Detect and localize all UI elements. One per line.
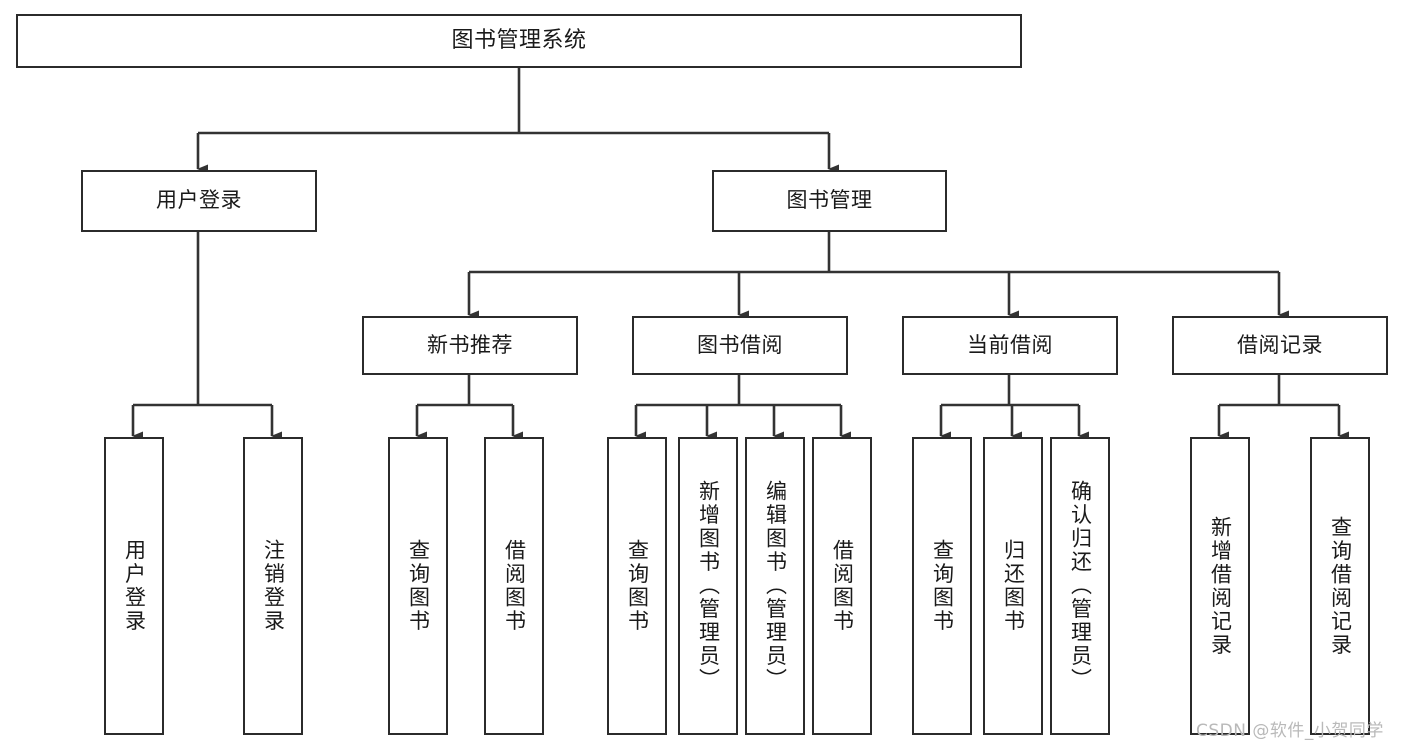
node-book-borrow[interactable]: 图书借阅 bbox=[632, 316, 848, 375]
node-label-book-manage: 图书管理 bbox=[786, 188, 873, 213]
node-leaf-query-record[interactable]: 查询借阅记录 bbox=[1310, 437, 1370, 735]
node-label-leaf-add-record: 新增借阅记录 bbox=[1208, 515, 1233, 657]
node-label-new-book-recommend: 新书推荐 bbox=[427, 332, 513, 357]
node-label-leaf-user-logout: 注销登录 bbox=[261, 539, 286, 633]
node-label-book-borrow: 图书借阅 bbox=[697, 332, 783, 357]
node-label-leaf-edit-book: 编辑图书（管理员） bbox=[763, 480, 788, 692]
node-leaf-borrow-book-bb[interactable]: 借阅图书 bbox=[812, 437, 872, 735]
node-leaf-add-record[interactable]: 新增借阅记录 bbox=[1190, 437, 1250, 735]
node-leaf-return-book[interactable]: 归还图书 bbox=[983, 437, 1043, 735]
node-leaf-user-logout[interactable]: 注销登录 bbox=[243, 437, 303, 735]
node-borrow-record[interactable]: 借阅记录 bbox=[1172, 316, 1388, 375]
node-root[interactable]: 图书管理系统 bbox=[16, 14, 1022, 68]
node-leaf-borrow-book-rec[interactable]: 借阅图书 bbox=[484, 437, 544, 735]
node-label-leaf-query-book-bb: 查询图书 bbox=[625, 539, 650, 633]
node-leaf-query-book-cb[interactable]: 查询图书 bbox=[912, 437, 972, 735]
node-label-leaf-return-book: 归还图书 bbox=[1001, 539, 1026, 633]
node-leaf-query-book-bb[interactable]: 查询图书 bbox=[607, 437, 667, 735]
node-user-login[interactable]: 用户登录 bbox=[81, 170, 317, 232]
node-label-user-login: 用户登录 bbox=[156, 188, 242, 213]
node-leaf-user-login[interactable]: 用户登录 bbox=[104, 437, 164, 735]
node-label-leaf-confirm-return: 确认归还（管理员） bbox=[1068, 480, 1093, 692]
node-leaf-add-book[interactable]: 新增图书（管理员） bbox=[678, 437, 738, 735]
node-label-borrow-record: 借阅记录 bbox=[1237, 332, 1323, 357]
node-label-leaf-borrow-book-bb: 借阅图书 bbox=[830, 539, 855, 633]
connector-lines bbox=[131, 68, 1349, 441]
node-book-manage[interactable]: 图书管理 bbox=[712, 170, 947, 232]
node-leaf-edit-book[interactable]: 编辑图书（管理员） bbox=[745, 437, 805, 735]
node-label-current-borrow: 当前借阅 bbox=[967, 332, 1053, 357]
node-label-leaf-query-record: 查询借阅记录 bbox=[1328, 515, 1353, 657]
node-label-leaf-query-book-rec: 查询图书 bbox=[406, 539, 431, 633]
node-label-leaf-add-book: 新增图书（管理员） bbox=[696, 480, 721, 692]
node-label-root: 图书管理系统 bbox=[451, 27, 587, 53]
node-label-leaf-borrow-book-rec: 借阅图书 bbox=[502, 539, 527, 633]
node-leaf-confirm-return[interactable]: 确认归还（管理员） bbox=[1050, 437, 1110, 735]
node-new-book-recommend[interactable]: 新书推荐 bbox=[362, 316, 578, 375]
node-leaf-query-book-rec[interactable]: 查询图书 bbox=[388, 437, 448, 735]
node-current-borrow[interactable]: 当前借阅 bbox=[902, 316, 1118, 375]
node-label-leaf-user-login: 用户登录 bbox=[122, 539, 147, 633]
node-label-leaf-query-book-cb: 查询图书 bbox=[930, 539, 955, 633]
